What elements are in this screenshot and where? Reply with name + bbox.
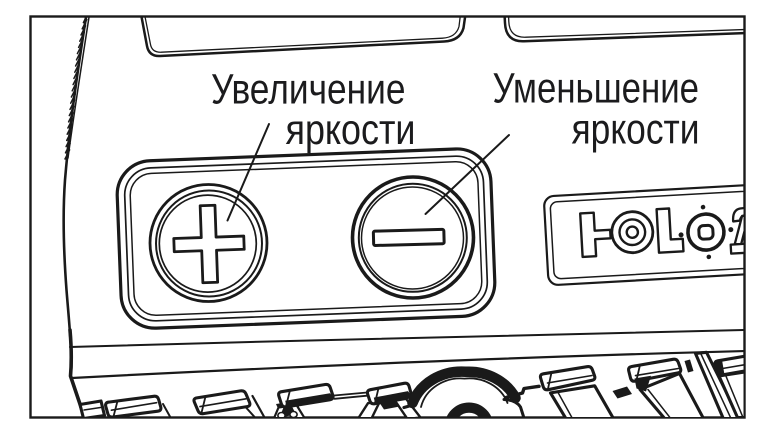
svg-text:Уменьшение: Уменьшение: [493, 66, 700, 113]
svg-text:яркости: яркости: [286, 107, 416, 154]
svg-text:Увеличение: Увеличение: [211, 67, 406, 114]
svg-text:яркости: яркости: [572, 107, 700, 154]
